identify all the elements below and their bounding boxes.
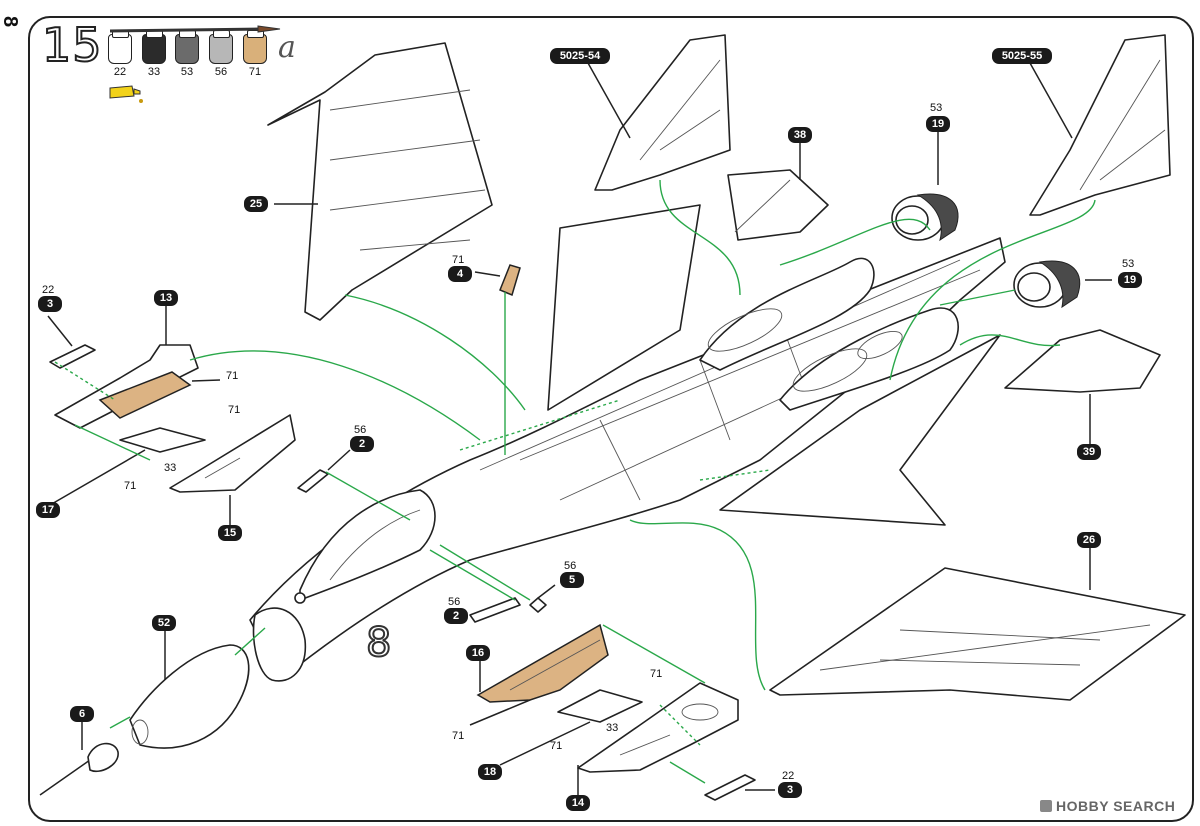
paint-code-5: 56 [564,560,577,572]
watermark: HOBBY SEARCH [1056,798,1176,814]
part-17-panel [49,427,206,506]
paint-code-13: 71 [226,370,239,382]
paint-code-17: 71 [124,480,137,492]
part-tag-38: 38 [788,127,812,143]
part-tag-18: 18 [478,764,502,780]
part-52-radome [129,630,250,749]
step-suffix: a [278,30,296,65]
part-38-fairing [727,143,829,241]
part-16-panel [469,623,609,726]
cement-tube-icon [109,85,143,103]
fuselage [249,204,1006,682]
paint-bottle-53 [175,30,199,64]
part-2-upper [297,449,351,493]
paint-code: 33 [147,66,161,78]
decal-callout: 8 [365,619,392,667]
part-tag-19b: 19 [1118,272,1142,288]
paint-code: 71 [248,66,262,78]
part-39-strake [1004,329,1161,445]
part-tag-13: 13 [154,290,178,306]
ref-tag-right-fin: 5025-55 [992,48,1052,64]
part-3-panel-lower [704,774,775,801]
ref-tag-left-fin: 5025-54 [550,48,610,64]
part-tag-25: 25 [244,196,268,212]
part-19-nozzle-lower [1013,260,1112,309]
part-tag-16: 16 [466,645,490,661]
part-tag-2b: 2 [444,608,468,624]
paint-code-4: 71 [452,254,465,266]
paint-code-16: 71 [452,730,465,742]
paint-code-3a: 22 [42,284,55,296]
paint-code-19b: 53 [1122,258,1135,270]
part-tag-6: 6 [70,706,94,722]
paint-bottle-56 [209,30,233,64]
part-26-wing [769,548,1186,701]
paint-code-2a: 56 [354,424,367,436]
paint-bottle-33 [142,30,166,64]
part-tag-52: 52 [152,615,176,631]
part-tag-17: 17 [36,502,60,518]
step-frame [28,16,1194,822]
part-tag-14: 14 [566,795,590,811]
part-tag-4: 4 [448,266,472,282]
part-tag-26: 26 [1077,532,1101,548]
paint-code-3b: 22 [782,770,795,782]
part-tag-15: 15 [218,525,242,541]
paint-bottle-71 [243,30,267,64]
brush-icon [109,25,281,33]
part-6-probe [39,722,119,796]
fin-left [587,34,731,191]
part-tag-3a: 3 [38,296,62,312]
part-13-bay [54,305,221,429]
paint-code-33a: 33 [164,462,177,474]
part-25-wing [267,42,493,321]
paint-code-18: 71 [550,740,563,752]
part-2-lower [469,597,521,623]
part-3-panel-upper [47,315,96,369]
paint-code: 56 [214,66,228,78]
paint-code-33b: 33 [606,722,619,734]
part-14-panel [577,682,739,795]
paint-code-2b: 56 [448,596,461,608]
paint-code: 53 [180,66,194,78]
watermark-icon [1040,800,1052,812]
part-tag-19a: 19 [926,116,950,132]
part-tag-3b: 3 [778,782,802,798]
paint-code-19a: 53 [930,102,943,114]
step-number: 15 [41,17,103,73]
part-tag-39: 39 [1077,444,1101,460]
part-tag-2a: 2 [350,436,374,452]
paint-bottle-22 [108,30,132,64]
part-tag-5: 5 [560,572,584,588]
part-4-antenna [474,264,521,297]
paint-code-15: 71 [228,404,241,416]
part-18-panel [499,689,643,766]
part-19-nozzle-upper [891,130,959,242]
part-5 [529,584,556,613]
paint-code: 22 [113,66,127,78]
part-15-panel [169,414,296,525]
fin-right [1029,34,1171,216]
paint-code-14: 71 [650,668,663,680]
assembly-guide-lines [54,179,1096,784]
